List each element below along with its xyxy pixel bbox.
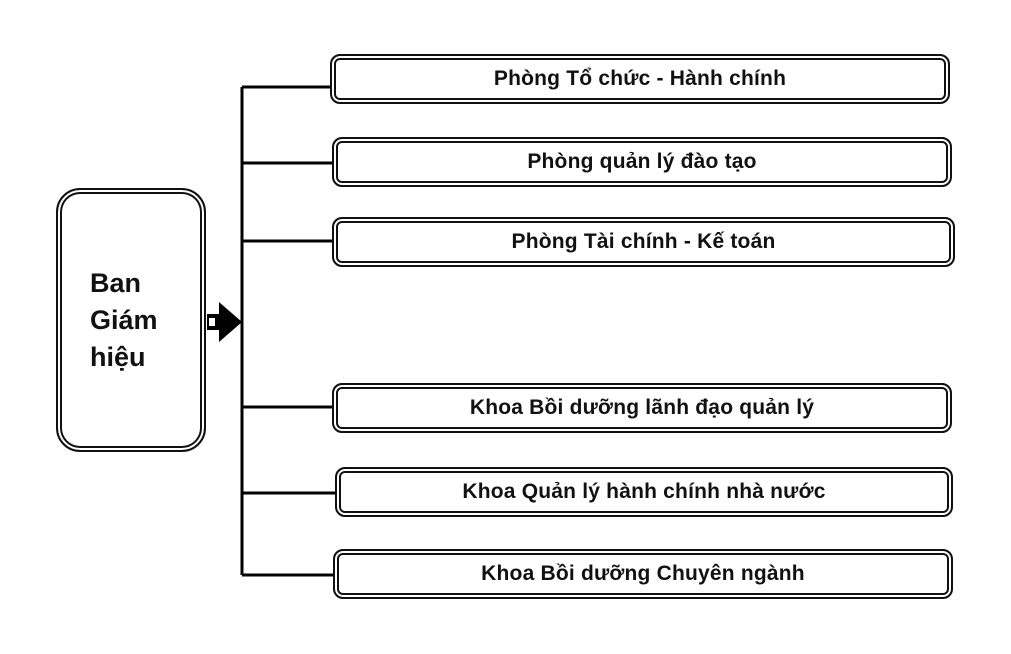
dept-label: Phòng Tài chính - Kế toán — [511, 230, 776, 253]
dept-box-tai-chinh-ke-toan: Phòng Tài chính - Kế toán — [332, 217, 955, 267]
dept-box-boi-duong-lanh-dao: Khoa Bồi dưỡng lãnh đạo quản lý — [332, 383, 952, 433]
dept-box-to-chuc-hanh-chinh: Phòng Tổ chức - Hành chính — [330, 54, 950, 104]
dept-box-quan-ly-hanh-chinh: Khoa Quản lý hành chính nhà nước — [335, 467, 953, 517]
leader-box: Ban Giám hiệu — [56, 188, 206, 452]
dept-label: Phòng Tổ chức - Hành chính — [493, 67, 787, 90]
dept-box-quan-ly-dao-tao: Phòng quản lý đào tạo — [332, 137, 952, 187]
dept-label: Khoa Bồi dưỡng lãnh đạo quản lý — [469, 396, 815, 419]
dept-label: Khoa Bồi dưỡng Chuyên ngành — [481, 562, 805, 585]
leader-label: Ban Giám hiệu — [90, 267, 158, 372]
dept-label: Khoa Quản lý hành chính nhà nước — [462, 480, 826, 503]
dept-box-boi-duong-chuyen-nganh: Khoa Bồi dưỡng Chuyên ngành — [333, 549, 953, 599]
dept-label: Phòng quản lý đào tạo — [527, 150, 757, 173]
right-arrow-icon — [207, 302, 242, 342]
